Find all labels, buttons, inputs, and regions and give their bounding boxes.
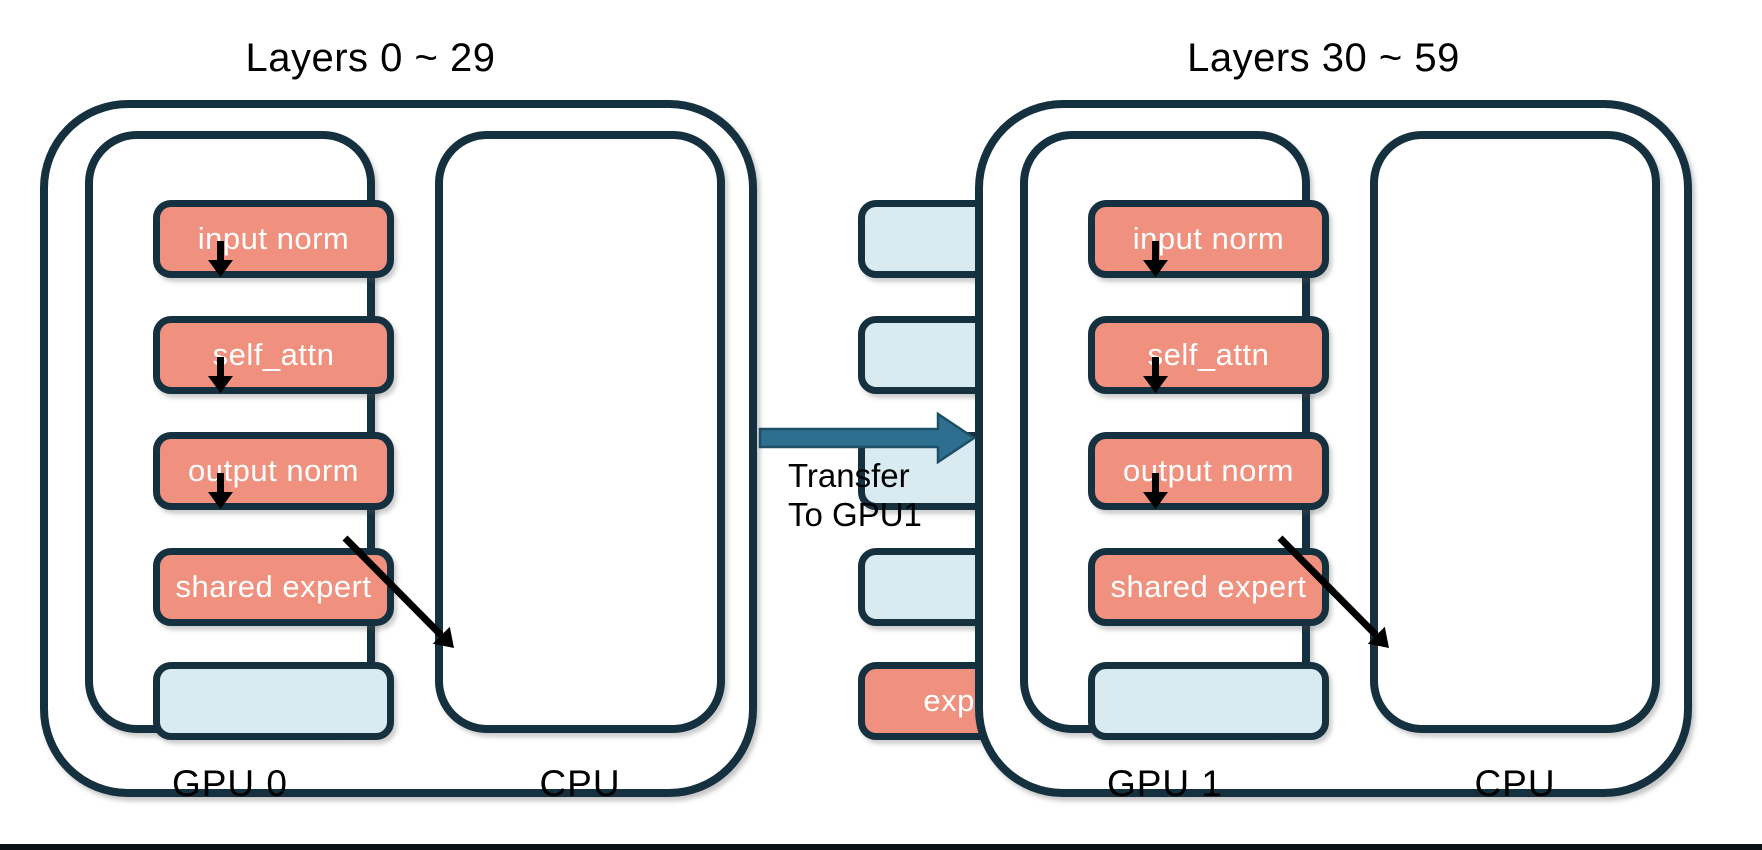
gpu1-label: GPU 1: [1106, 763, 1224, 804]
cpu-column: experts: [435, 131, 1094, 740]
gpu-box-self-attn: self_attn: [1088, 316, 1329, 394]
machine-boundary: input norm self_attn output norm shared …: [40, 100, 1094, 804]
group-title-layers-0-29: Layers 0 ~ 29: [245, 36, 496, 80]
gpu-box-empty-slot: [153, 662, 394, 740]
gpu-box-shared-expert: shared expert: [153, 548, 394, 626]
gpu-box-empty-slot: [1088, 662, 1329, 740]
gpu-box-input-norm: input norm: [153, 200, 394, 278]
machine-boundary: input norm self_attn output norm shared …: [975, 100, 1692, 804]
gpu0-label: GPU 0: [171, 763, 289, 804]
gpu0-column: input norm self_attn output norm shared …: [85, 131, 394, 740]
cpu-label: CPU: [1474, 763, 1556, 804]
cpu-column: experts: [1370, 131, 1660, 733]
transfer-label-line2: To GPU1: [788, 496, 922, 533]
transfer-label: Transfer To GPU1: [788, 456, 922, 534]
transfer-label-line1: Transfer: [788, 457, 910, 494]
layer-group-0: input norm self_attn output norm shared …: [40, 100, 1094, 804]
group-title-layers-30-59: Layers 30 ~ 59: [1187, 36, 1460, 80]
gpu-box-input-norm: input norm: [1088, 200, 1329, 278]
layer-group-1: input norm self_attn output norm shared …: [975, 100, 1692, 804]
gpu-box-self-attn: self_attn: [153, 316, 394, 394]
bottom-edge-bar: [0, 844, 1762, 850]
gpu-box-output-norm: output norm: [1088, 432, 1329, 510]
gpu1-column: input norm self_attn output norm shared …: [1020, 131, 1329, 740]
gpu-box-shared-expert: shared expert: [1088, 548, 1329, 626]
gpu-box-output-norm: output norm: [153, 432, 394, 510]
cpu-label: CPU: [539, 763, 621, 804]
